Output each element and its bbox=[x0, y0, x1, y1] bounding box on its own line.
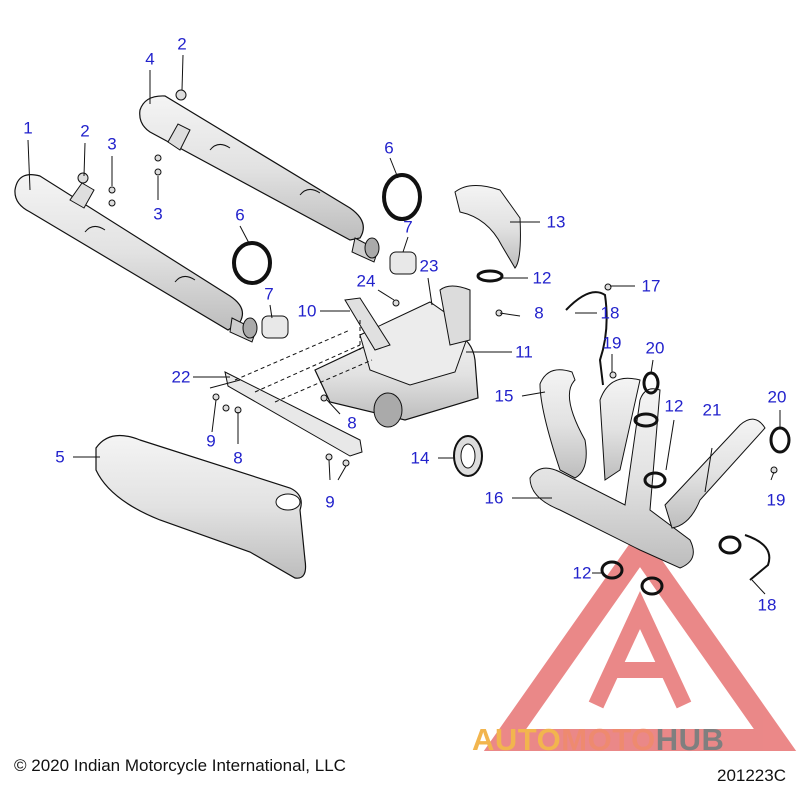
sleeve-lower bbox=[261, 315, 289, 339]
callout-24: 24 bbox=[356, 271, 376, 291]
pipe-15 bbox=[539, 369, 587, 479]
copyright-notice: © 2020 Indian Motorcycle International, … bbox=[14, 756, 346, 775]
catalyst-assembly bbox=[314, 285, 479, 428]
clamp-lower bbox=[232, 241, 272, 285]
callout-12: 12 bbox=[532, 268, 552, 288]
clamp-12e bbox=[643, 471, 667, 489]
callout-9: 9 bbox=[206, 431, 216, 451]
clamp-12f bbox=[718, 535, 742, 555]
clamp-12d bbox=[640, 576, 664, 596]
muffler-lower bbox=[14, 174, 258, 343]
callout-3: 3 bbox=[107, 134, 117, 154]
clamp-12a bbox=[476, 269, 504, 283]
callout-4: 4 bbox=[145, 49, 155, 69]
callout-8: 8 bbox=[233, 448, 243, 468]
clamp-14 bbox=[453, 435, 483, 477]
muffler-upper bbox=[139, 95, 380, 263]
callout-11: 11 bbox=[515, 342, 533, 362]
callout-23: 23 bbox=[419, 256, 439, 276]
watermark-brand: AUTOMOTOHUB bbox=[472, 722, 724, 758]
header-pipes-16 bbox=[529, 377, 694, 569]
callout-6: 6 bbox=[384, 138, 394, 158]
callout-12: 12 bbox=[664, 396, 684, 416]
callout-17: 17 bbox=[641, 276, 661, 296]
callout-19: 19 bbox=[602, 333, 622, 353]
watermark-brand-moto: MOTO bbox=[561, 722, 656, 757]
callout-9: 9 bbox=[325, 492, 335, 512]
clamp-12c bbox=[600, 560, 624, 580]
callout-16: 16 bbox=[484, 488, 504, 508]
callout-18: 18 bbox=[757, 595, 777, 615]
callout-18: 18 bbox=[600, 303, 620, 323]
dashed-guides bbox=[234, 320, 373, 403]
clamp-upper bbox=[382, 173, 422, 221]
callout-6: 6 bbox=[235, 205, 245, 225]
clamp-12b bbox=[633, 412, 659, 428]
watermark-brand-auto: AUTO bbox=[472, 722, 562, 757]
callout-7: 7 bbox=[403, 217, 413, 237]
callout-3: 3 bbox=[153, 204, 163, 224]
callout-1: 1 bbox=[23, 118, 33, 138]
callout-20: 20 bbox=[645, 338, 665, 358]
sensor-18b bbox=[744, 534, 771, 581]
pipe-21 bbox=[664, 418, 766, 529]
sleeve-upper bbox=[389, 251, 417, 275]
watermark-logo bbox=[483, 528, 797, 751]
callout-7: 7 bbox=[264, 284, 274, 304]
callout-2: 2 bbox=[177, 34, 187, 54]
gasket-20b bbox=[769, 426, 791, 454]
callout-19: 19 bbox=[766, 490, 786, 510]
callout-13: 13 bbox=[546, 212, 566, 232]
callout-2: 2 bbox=[80, 121, 90, 141]
document-id: 201223C bbox=[716, 766, 786, 785]
heat-shield-lower bbox=[95, 434, 307, 579]
callout-14: 14 bbox=[410, 448, 430, 468]
callout-10: 10 bbox=[297, 301, 317, 321]
callout-12: 12 bbox=[572, 563, 592, 583]
callout-8: 8 bbox=[347, 413, 357, 433]
leader-lines bbox=[27, 54, 781, 595]
sensor-18a bbox=[565, 291, 608, 386]
callout-20: 20 bbox=[767, 387, 787, 407]
callout-8: 8 bbox=[534, 303, 544, 323]
bracket-22 bbox=[209, 371, 363, 457]
callout-22: 22 bbox=[171, 367, 191, 387]
callout-5: 5 bbox=[55, 447, 65, 467]
callout-15: 15 bbox=[494, 386, 514, 406]
callout-21: 21 bbox=[702, 400, 722, 420]
heat-shield-13 bbox=[454, 185, 521, 269]
watermark-brand-hub: HUB bbox=[655, 722, 725, 757]
